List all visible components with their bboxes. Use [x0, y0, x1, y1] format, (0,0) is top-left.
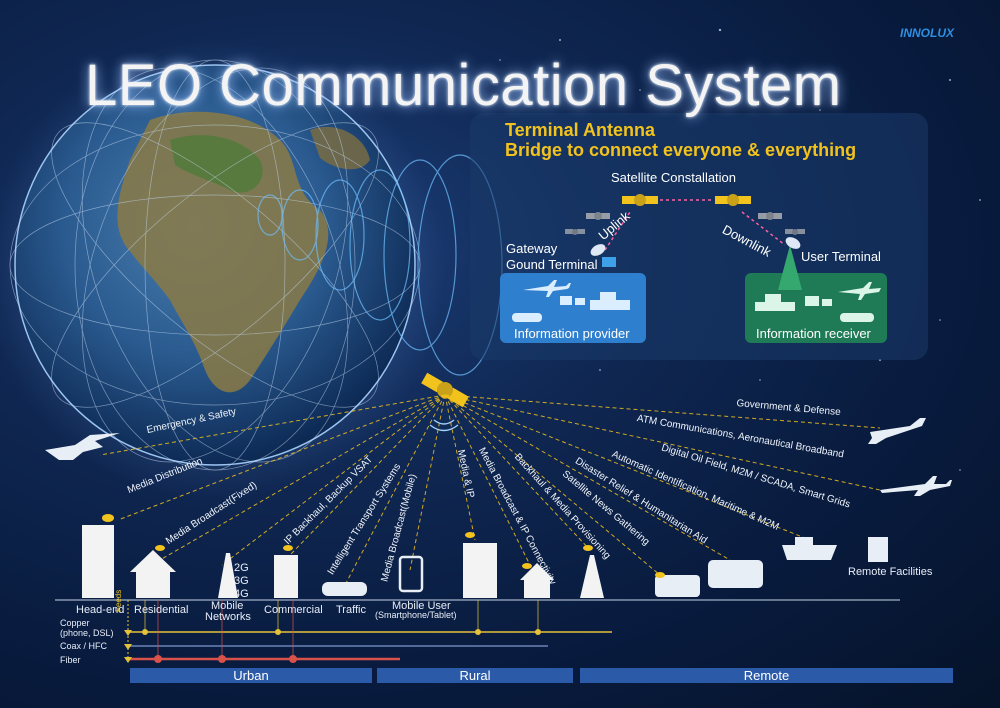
- earth-globe: [0, 40, 503, 500]
- legend-coax: Coax / HFC: [60, 641, 108, 651]
- gateway-label-1: Gateway: [506, 241, 558, 256]
- legend-copper-1: Copper: [60, 618, 90, 628]
- feeds-label: Feeds: [114, 589, 123, 612]
- central-satellite-icon: [421, 372, 469, 408]
- label-3g: 3G: [234, 575, 249, 587]
- region-remote: Remote: [580, 668, 953, 683]
- van-icon: [655, 575, 700, 597]
- fighter-jet-icon: [868, 418, 926, 444]
- legend-copper-2: (phone, DSL): [60, 628, 114, 638]
- region-urban: Urban: [130, 668, 372, 683]
- ship-icon: [782, 545, 837, 560]
- receiver-icons: [755, 245, 881, 322]
- legend-fiber: Fiber: [60, 655, 81, 665]
- headend-label: Head-end: [76, 604, 125, 616]
- car-icon: [322, 582, 367, 596]
- signal-icon: [429, 419, 459, 432]
- phone-icon: [398, 555, 424, 593]
- commercial-label: Commercial: [264, 604, 323, 616]
- rural-house-icon: [520, 563, 554, 598]
- region-rural: Rural: [377, 668, 573, 683]
- label-2g: 2G: [234, 562, 249, 574]
- ambulance-icon: [708, 560, 763, 588]
- airliner-icon: [880, 476, 952, 496]
- rural-tower-icon: [580, 555, 604, 598]
- house-icon: [130, 550, 176, 598]
- satellite-icons: [565, 194, 805, 235]
- mobile-networks-label-2: Networks: [205, 611, 251, 623]
- panel-heading-2: Bridge to connect everyone & everything: [505, 140, 857, 160]
- mobile-networks-label-1: Mobile: [211, 600, 244, 612]
- service-beams: [99, 394, 881, 586]
- headend-building-icon: [82, 525, 114, 598]
- vehicle-icons: [45, 418, 952, 597]
- user-terminal-label: User Terminal: [801, 249, 881, 264]
- label-4g: 4G: [234, 588, 249, 600]
- commercial-building-icon: [274, 555, 298, 598]
- traffic-label: Traffic: [336, 604, 366, 616]
- helicopter-icon: [45, 433, 120, 460]
- gateway-label-2: Gound Terminal: [506, 257, 598, 272]
- provider-label: Information provider: [514, 326, 630, 341]
- building-icons: [82, 525, 604, 598]
- mobile-user-label-1: Mobile User: [392, 600, 451, 612]
- dish-icons: [590, 237, 801, 256]
- constellation-label: Satellite Constallation: [611, 170, 737, 185]
- panel-heading-1: Terminal Antenna: [505, 120, 656, 140]
- oil-rig-icon: [868, 537, 888, 562]
- provider-icons: [512, 280, 630, 322]
- remote-facilities-label: Remote Facilities: [848, 566, 933, 578]
- gateway-terminal-icon: [602, 257, 616, 267]
- stars: [499, 28, 981, 471]
- residential-label: Residential: [134, 604, 189, 616]
- innolux-logo: INNOLUX: [900, 26, 954, 40]
- rural-building-icon: [463, 543, 497, 598]
- receiver-label: Information receiver: [756, 326, 871, 341]
- mobile-user-label-2: (Smartphone/Tablet): [375, 610, 457, 620]
- terminal-dish-icons: [102, 514, 665, 578]
- tower-icon: [218, 553, 238, 598]
- network-lines: [124, 600, 612, 663]
- page-title: LEO Communication System: [85, 53, 842, 118]
